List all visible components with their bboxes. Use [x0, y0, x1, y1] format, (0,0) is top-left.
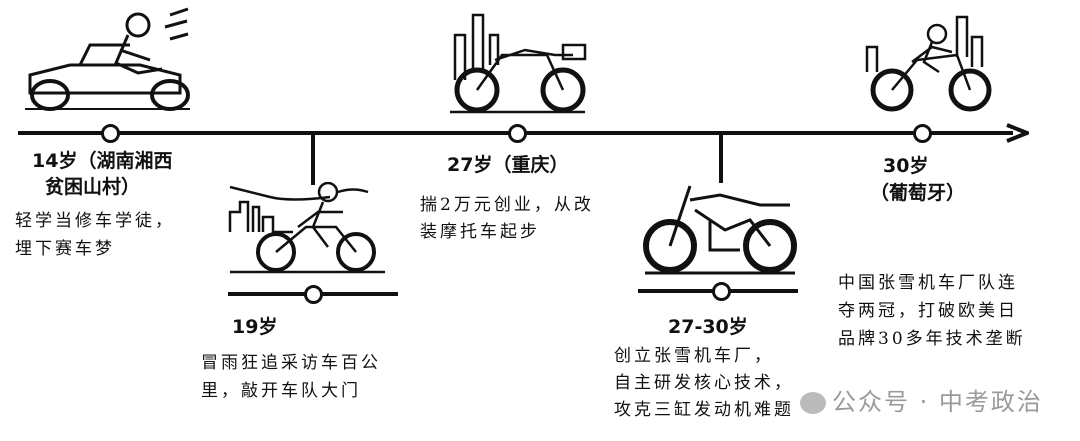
event-title: 27岁（重庆）: [447, 154, 569, 176]
event-title: 30岁: [883, 155, 929, 177]
timeline-node-27: [508, 124, 527, 143]
branch-connector-27-30: [719, 133, 723, 183]
motorcycle-city-illustration: [450, 13, 587, 114]
racing-motorcycle-rider-illustration: [865, 15, 992, 112]
event-description: 里，敲开车队大门: [201, 381, 361, 401]
timeline-node-14: [101, 124, 120, 143]
watermark: 公众号 · 中考政治: [800, 382, 1043, 417]
timeline-node-19: [304, 285, 323, 304]
timeline-node-27-30: [712, 282, 731, 301]
event-description: 装摩托车起步: [420, 222, 540, 242]
go-kart-illustration: [25, 7, 190, 111]
event-description: 自主研发核心技术，: [614, 373, 794, 393]
event-description: 中国张雪机车厂队连: [838, 273, 1018, 293]
event-description: 夺两冠，打破欧美日: [838, 301, 1018, 321]
event-title: 19岁: [232, 316, 278, 338]
event-title: 27-30岁: [668, 316, 748, 338]
event-description: 攻克三缸发动机难题: [614, 400, 794, 420]
event-title: （葡萄牙）: [870, 182, 966, 204]
wechat-icon: [800, 392, 826, 414]
event-description: 品牌30多年技术垄断: [838, 329, 1026, 349]
timeline-node-30: [913, 124, 932, 143]
naked-motorcycle-illustration: [643, 185, 797, 275]
event-description: 冒雨狂追采访车百公: [201, 353, 381, 373]
event-description: 轻学当修车学徒，: [15, 211, 175, 231]
event-description: 埋下赛车梦: [15, 239, 115, 259]
event-description: 揣2万元创业，从改: [420, 195, 594, 215]
motorcycle-rider-city-illustration: [228, 182, 385, 274]
branch-connector-19: [311, 133, 315, 185]
event-description: 创立张雪机车厂，: [614, 346, 774, 366]
watermark-text: 公众号 · 中考政治: [832, 388, 1043, 416]
event-title: 14岁（湖南湘西: [32, 150, 173, 172]
event-title: 贫困山村）: [45, 176, 141, 198]
arrow-head-icon: [1006, 123, 1029, 143]
